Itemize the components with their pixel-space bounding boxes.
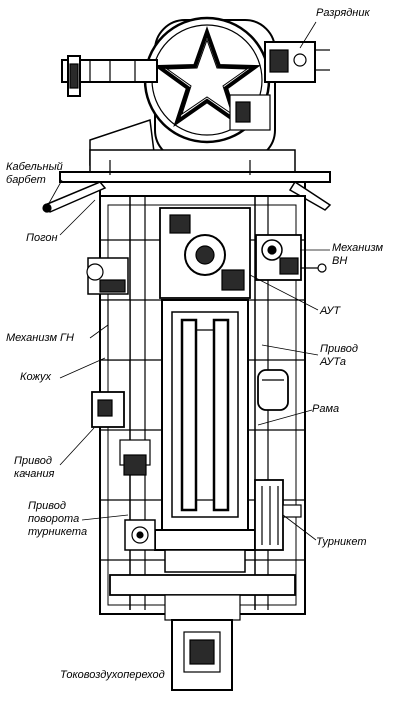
label-aut: АУТ [320,305,341,317]
label-kabelny-barbet-1: Кабельный [6,161,63,173]
label-kozhukh: Кожух [20,371,52,383]
label-privod-povorota-3: турникета [28,526,88,538]
elevation-mechanism [255,234,327,281]
label-mekhanizm-gn: Механизм ГН [6,332,74,344]
label-privod-povorota-1: Привод [28,500,66,512]
traverse-mechanism [86,257,131,361]
central-loader-column [154,207,256,573]
label-turniket: Турникет [316,536,367,548]
star-emblem [153,25,261,128]
turnstile-rotation-drive [124,519,156,551]
label-privod-auta-1: Привод [320,343,358,355]
cupola-assembly [61,16,330,161]
label-rama: Рама [312,403,340,415]
leader-lines [47,21,330,541]
label-privod-auta-2: АУТа [320,356,346,368]
label-mekhanizm-vn-2: ВН [332,255,348,267]
label-privod-povorota-2: поворота [28,513,80,525]
label-kabelny-barbet-2: барбет [6,174,46,186]
label-razryadnik: Разрядник [316,7,370,19]
current-air-transition [109,574,296,691]
barbet-plate [42,118,332,213]
label-mekhanizm-vn-1: Механизм [332,242,383,254]
label-pogon: Погон [26,232,58,244]
label-tokovozdukhoperekhod: Токовоздухопереход [60,669,165,681]
label-privod-kachaniya-1: Привод [14,455,52,467]
label-privod-kachaniya-2: качания [14,468,55,480]
aut-drive-cylinder [257,369,289,411]
rocking-drive [91,391,151,476]
